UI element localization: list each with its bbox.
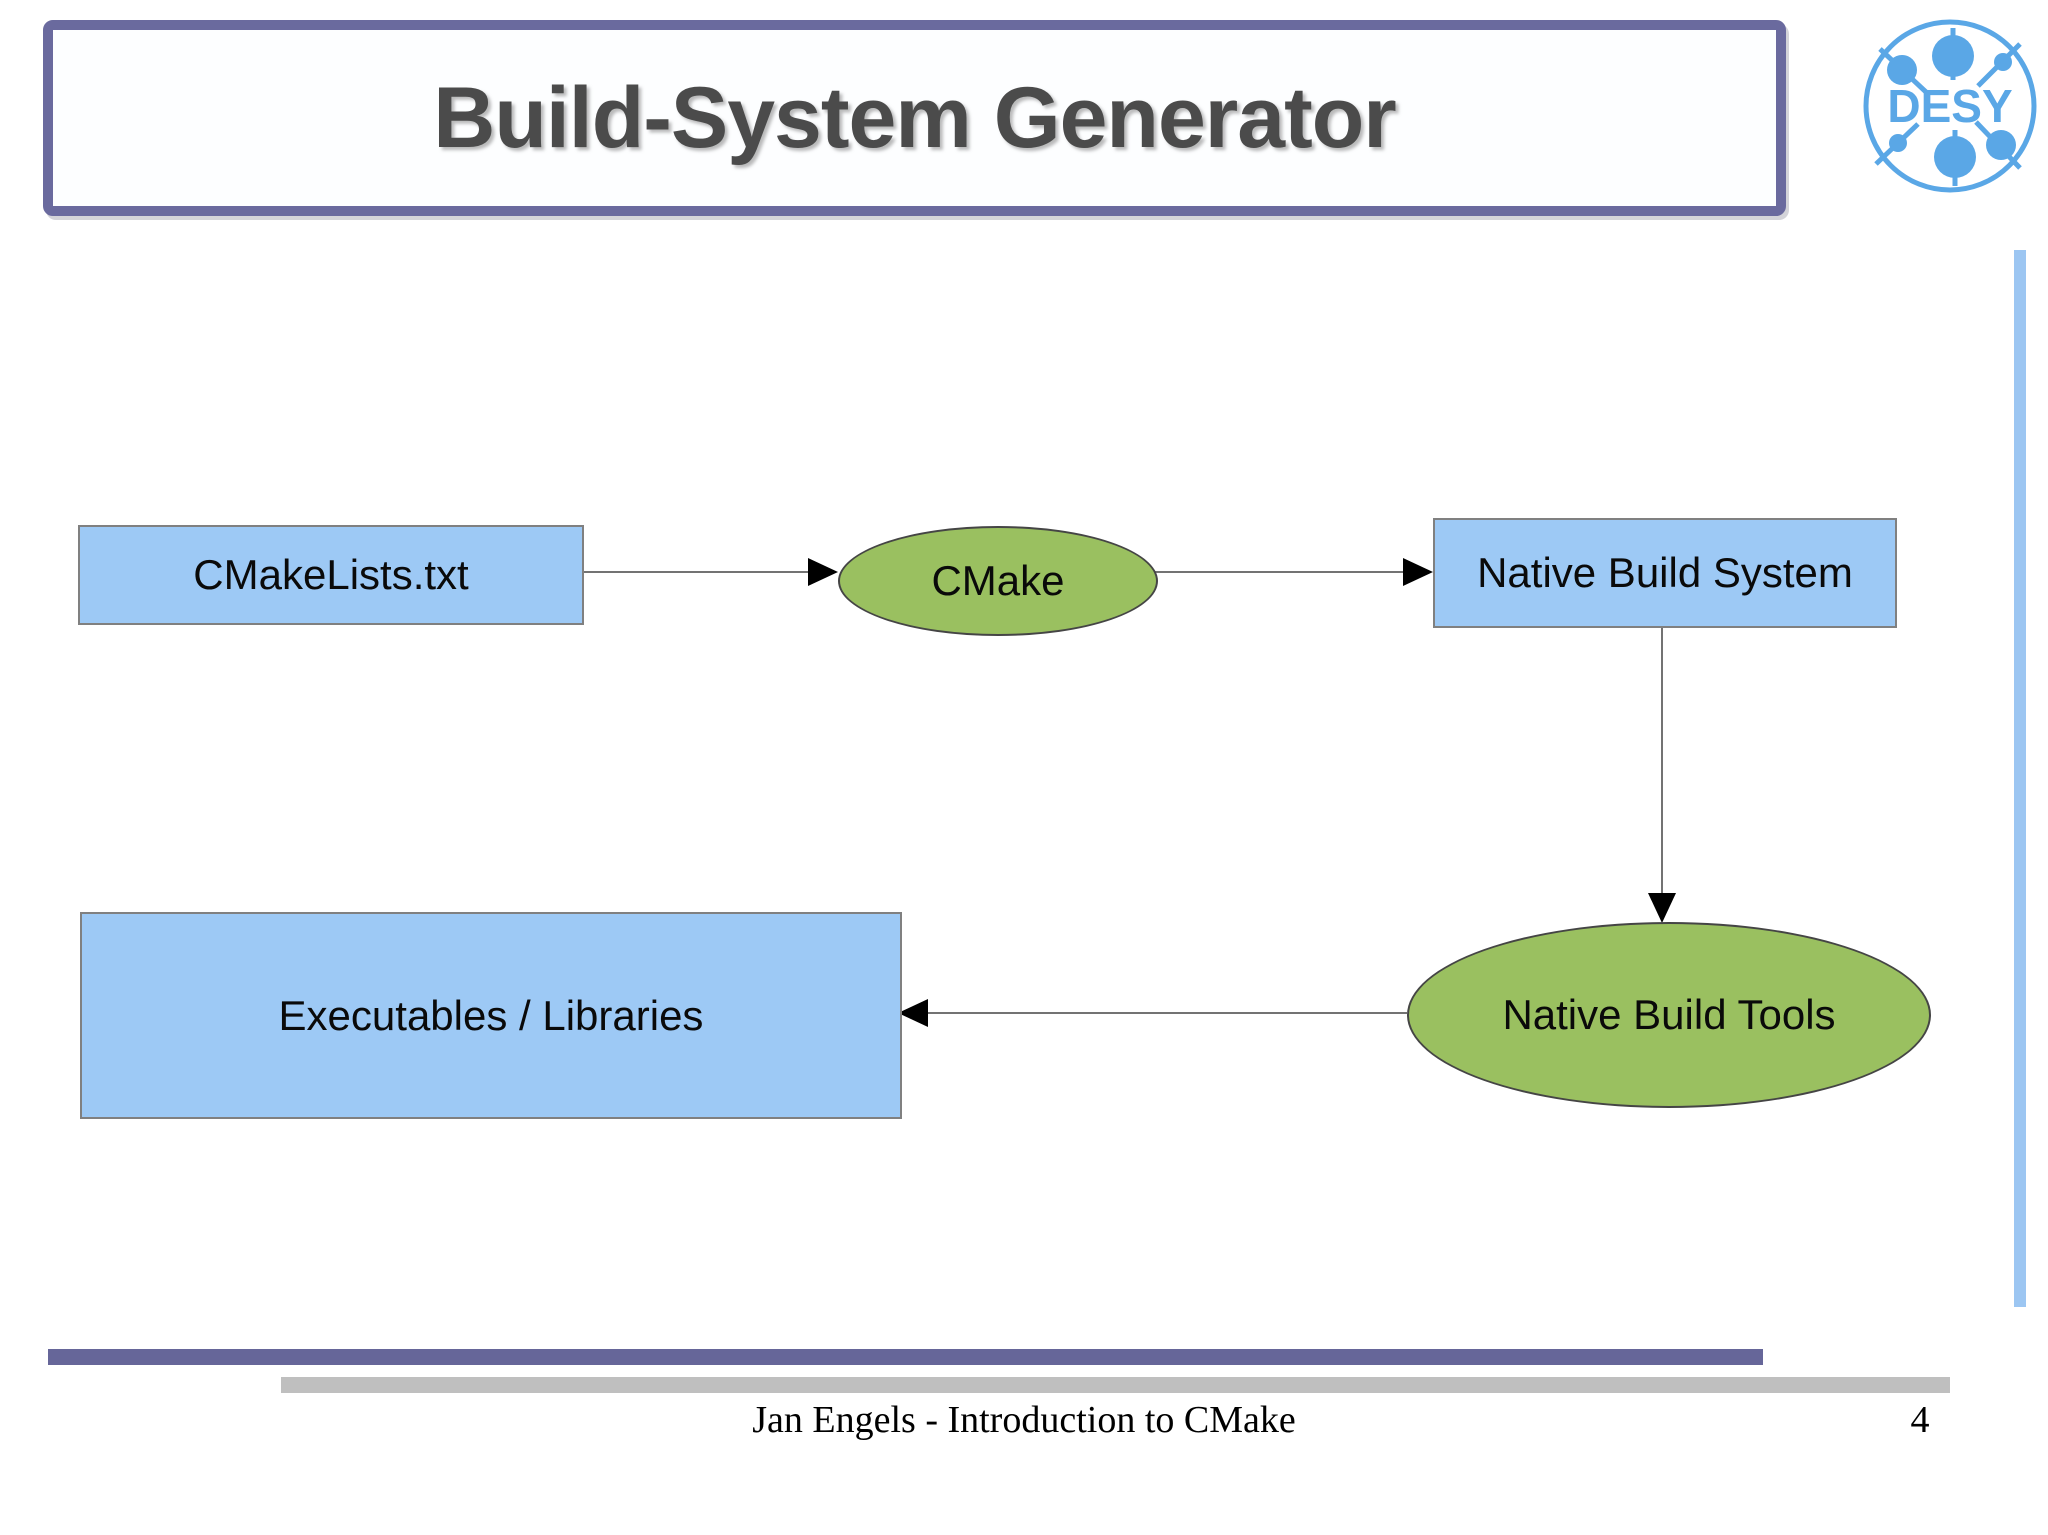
page-number: 4 bbox=[1910, 1399, 1930, 1441]
footer-credit: Jan Engels - Introduction to CMake bbox=[752, 1399, 1296, 1441]
page-title: Build-System Generator bbox=[433, 69, 1396, 166]
title-box: Build-System Generator bbox=[43, 20, 1786, 216]
node-cmakelists-label: CMakeLists.txt bbox=[193, 551, 469, 598]
footer-shadow-bar bbox=[281, 1377, 1950, 1393]
desy-logo-dots bbox=[1887, 35, 2016, 178]
right-accent-bar bbox=[2014, 250, 2026, 1307]
desy-logo: DESY bbox=[1863, 19, 2037, 193]
arrow-right-icon bbox=[1403, 558, 1433, 586]
node-executables-libraries: Executables / Libraries bbox=[80, 912, 902, 1119]
node-cmake: CMake bbox=[838, 526, 1158, 636]
footer-accent-bar bbox=[48, 1349, 1763, 1365]
node-cmake-label: CMake bbox=[931, 557, 1065, 604]
node-native-build-system-label: Native Build System bbox=[1477, 549, 1853, 596]
arrow-down-icon bbox=[1648, 893, 1676, 923]
node-executables-libraries-label: Executables / Libraries bbox=[278, 991, 704, 1039]
node-cmakelists: CMakeLists.txt bbox=[78, 525, 584, 625]
node-native-build-system: Native Build System bbox=[1433, 518, 1897, 628]
arrow-right-icon bbox=[808, 558, 838, 586]
node-native-build-tools: Native Build Tools bbox=[1407, 922, 1931, 1108]
desy-logo-text: DESY bbox=[1887, 80, 2012, 132]
arrow-left-icon bbox=[898, 999, 928, 1027]
node-native-build-tools-label: Native Build Tools bbox=[1502, 991, 1836, 1038]
